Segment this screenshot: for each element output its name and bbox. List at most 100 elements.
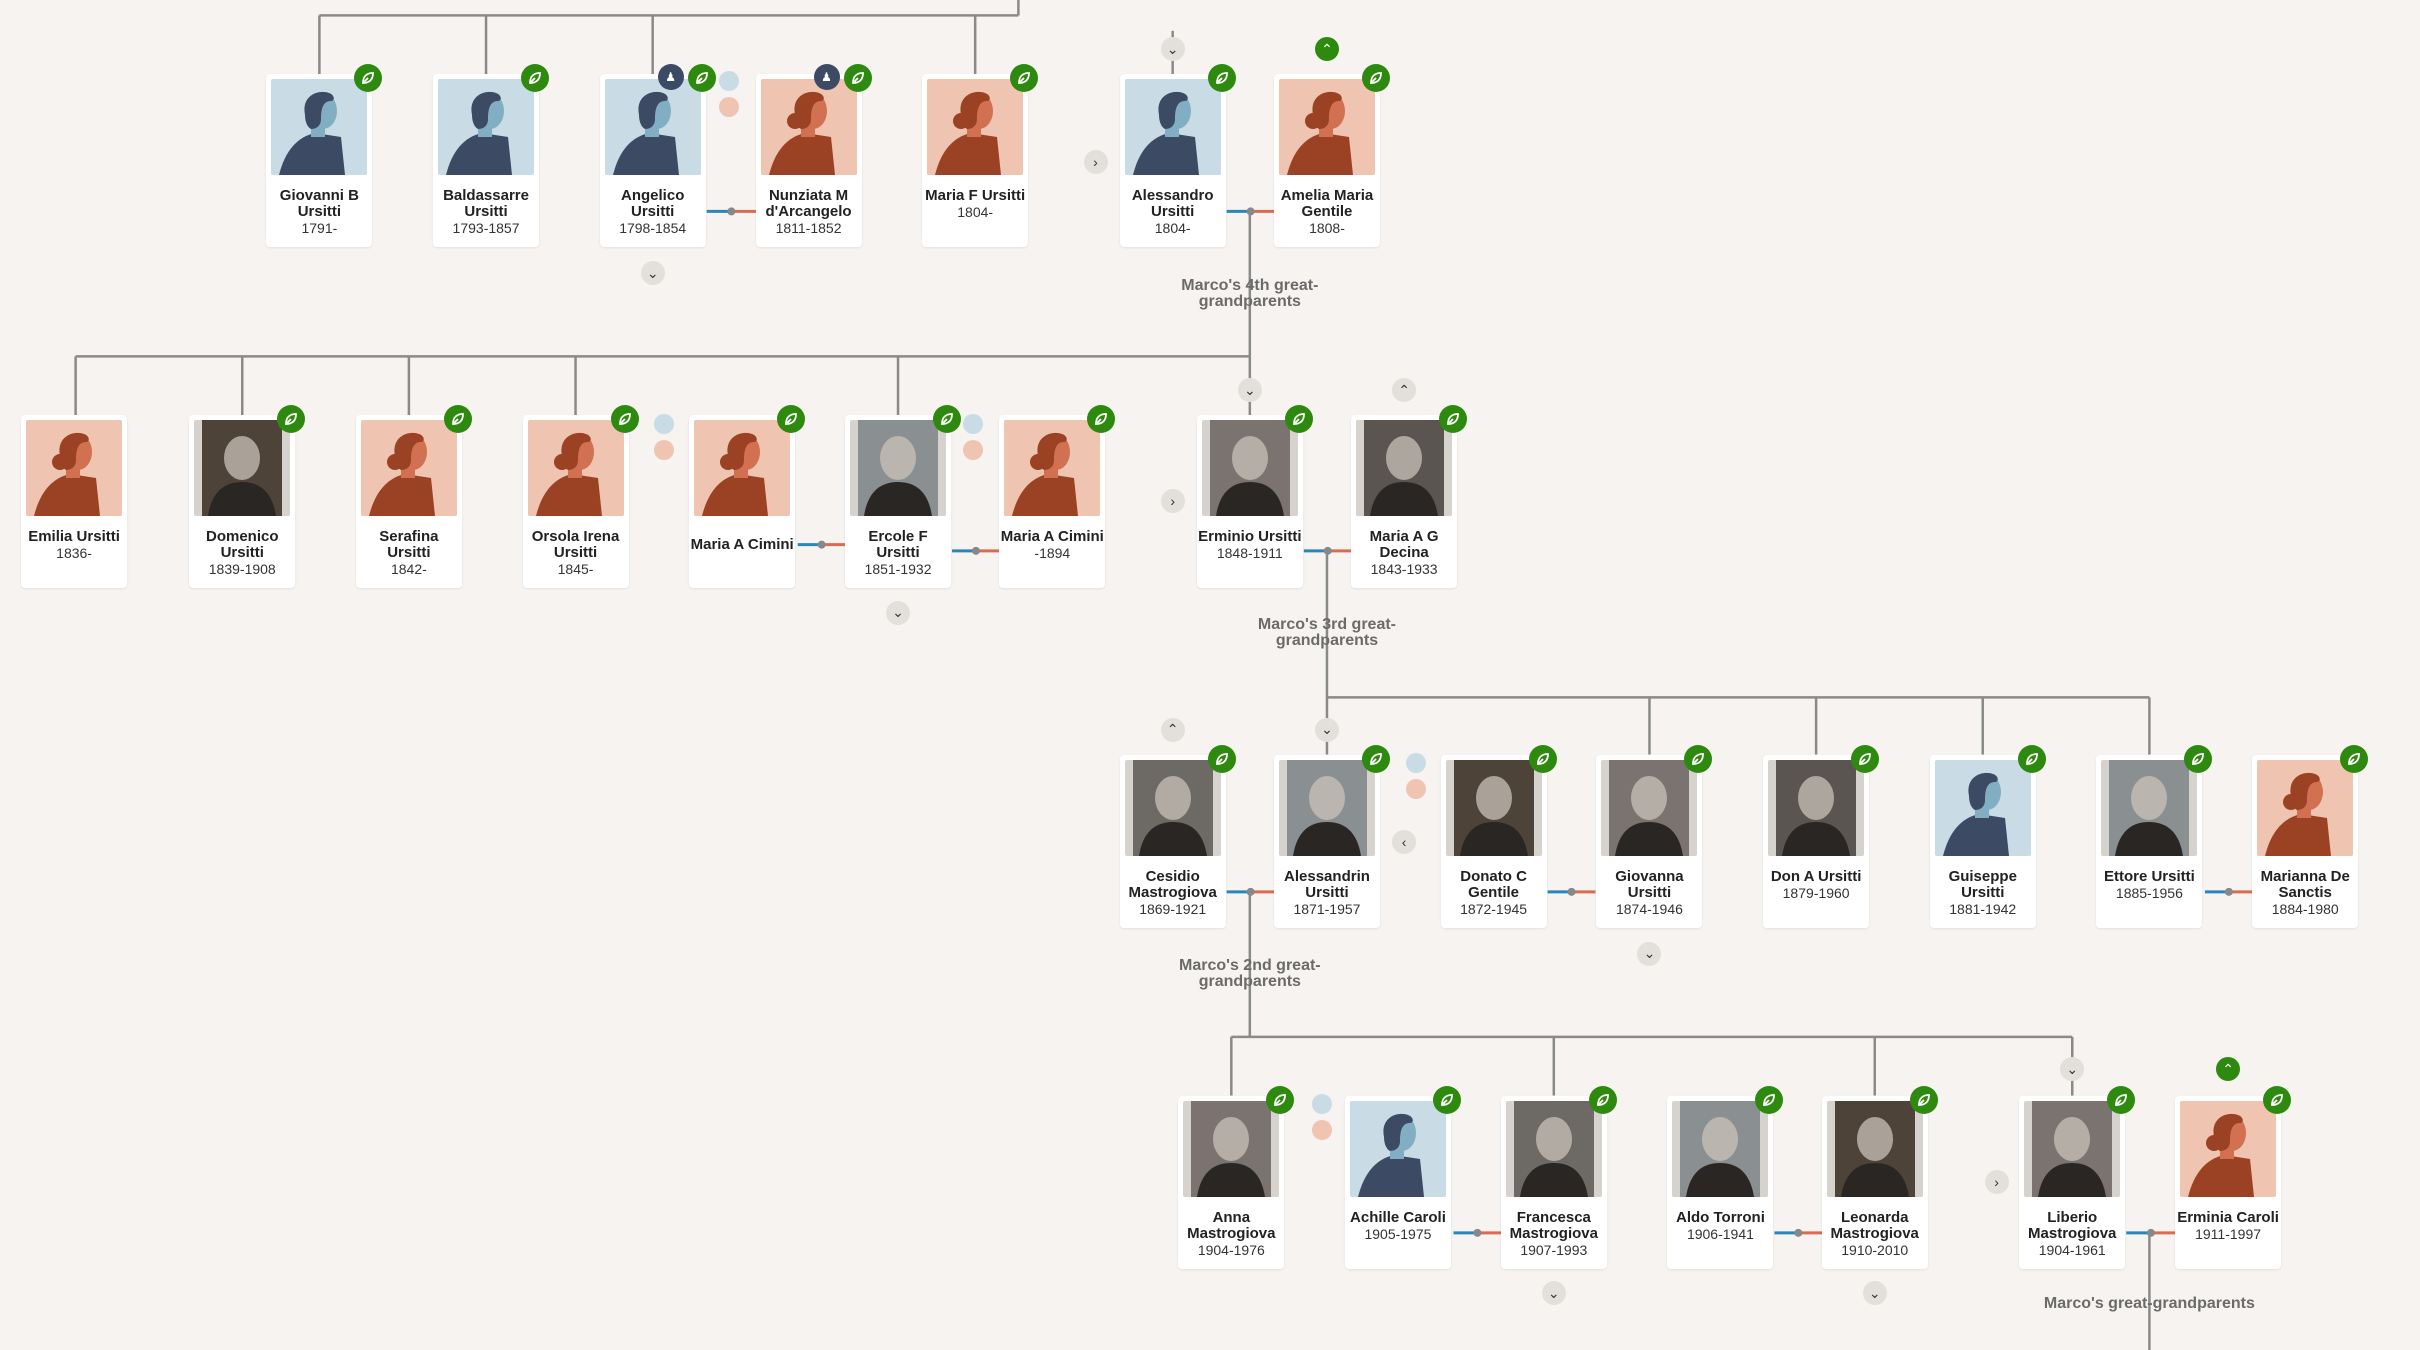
hint-leaf-icon[interactable] bbox=[1528, 744, 1557, 773]
expand-right-button[interactable]: › bbox=[1160, 489, 1185, 514]
collapse-up-button[interactable]: ⌃ bbox=[2216, 1057, 2241, 1082]
person-name: Domenico Ursitti bbox=[205, 528, 279, 562]
expand-down-button[interactable]: ⌄ bbox=[1314, 717, 1339, 742]
hint-leaf-icon[interactable] bbox=[2107, 1085, 2136, 1114]
hint-leaf-icon[interactable] bbox=[1266, 1085, 1295, 1114]
hint-leaf-icon[interactable] bbox=[521, 64, 550, 93]
hint-leaf-icon[interactable] bbox=[610, 405, 639, 434]
person-years: 1910-2010 bbox=[1841, 1241, 1909, 1258]
expand-down-button[interactable]: ⌄ bbox=[1862, 1281, 1887, 1306]
person-years: 1842- bbox=[390, 561, 427, 578]
alternate-parents-toggle[interactable] bbox=[1405, 752, 1432, 811]
person-photo bbox=[194, 420, 291, 517]
hint-leaf-icon[interactable] bbox=[1010, 64, 1039, 93]
person-years: 1848-1911 bbox=[1216, 545, 1283, 562]
collapse-up-button[interactable]: ⌃ bbox=[1392, 378, 1417, 403]
expand-down-button[interactable]: ⌄ bbox=[1160, 37, 1185, 62]
hint-leaf-icon[interactable] bbox=[1207, 744, 1236, 773]
person-placeholder-icon bbox=[927, 79, 1024, 176]
expand-down-button[interactable]: ⌄ bbox=[640, 261, 665, 286]
collapse-up-button[interactable]: ⌃ bbox=[1160, 717, 1185, 742]
collapse-up-button[interactable]: ⌃ bbox=[1314, 37, 1339, 62]
hint-leaf-icon[interactable] bbox=[1909, 1085, 1938, 1114]
hint-leaf-icon[interactable] bbox=[1588, 1085, 1617, 1114]
hint-leaf-icon[interactable] bbox=[2184, 744, 2213, 773]
record-hint-icon[interactable]: ♟ bbox=[657, 64, 684, 91]
hint-leaf-icon[interactable] bbox=[1284, 405, 1313, 434]
person-placeholder-icon bbox=[694, 420, 791, 517]
hint-leaf-icon[interactable] bbox=[687, 64, 716, 93]
alternate-parents-toggle[interactable] bbox=[719, 70, 745, 129]
hint-leaf-icon[interactable] bbox=[1087, 405, 1116, 434]
hint-leaf-icon[interactable] bbox=[1755, 1085, 1784, 1114]
alternate-parents-toggle[interactable] bbox=[962, 413, 989, 472]
expand-right-button[interactable]: › bbox=[1984, 1169, 2009, 1194]
person-name: Giovanna Ursitti bbox=[1615, 867, 1684, 901]
record-hint-icon[interactable]: ♟ bbox=[813, 64, 840, 91]
hint-leaf-icon[interactable] bbox=[1361, 64, 1390, 93]
hint-leaf-icon[interactable] bbox=[277, 405, 306, 434]
hint-leaf-icon[interactable] bbox=[2263, 1085, 2292, 1114]
person-name: Guiseppe Ursitti bbox=[1948, 867, 2017, 901]
hint-leaf-icon[interactable] bbox=[1207, 64, 1236, 93]
hint-leaf-icon[interactable] bbox=[354, 64, 383, 93]
person-placeholder-icon bbox=[360, 420, 457, 517]
hint-leaf-icon[interactable] bbox=[2340, 744, 2369, 773]
person-card[interactable]: Maria A Cimini-1894 bbox=[999, 405, 1116, 589]
alternate-parents-toggle[interactable] bbox=[654, 413, 680, 472]
person-placeholder-icon bbox=[1124, 79, 1221, 176]
hint-leaf-icon[interactable] bbox=[777, 405, 806, 434]
person-card[interactable]: Maria A Cimini bbox=[689, 405, 806, 589]
expand-down-button[interactable]: ⌄ bbox=[1637, 941, 1662, 966]
hint-leaf-icon[interactable] bbox=[933, 405, 962, 434]
expand-right-button[interactable]: › bbox=[1083, 150, 1108, 174]
expand-down-button[interactable]: ⌄ bbox=[1237, 378, 1262, 403]
expand-left-button[interactable]: ‹ bbox=[1392, 830, 1417, 855]
person-years: 1881-1942 bbox=[1949, 900, 2017, 917]
mother-avatar-icon bbox=[654, 439, 675, 460]
hint-leaf-icon[interactable] bbox=[1361, 744, 1390, 773]
person-years: 1904-1976 bbox=[1197, 1241, 1265, 1258]
person-name: Cesidio Mastrogiova bbox=[1128, 867, 1217, 901]
expand-down-button[interactable]: ⌄ bbox=[886, 600, 911, 625]
hint-leaf-icon[interactable] bbox=[1684, 744, 1713, 773]
hint-leaf-icon[interactable] bbox=[1439, 405, 1468, 434]
hint-leaf-icon[interactable] bbox=[1432, 1085, 1461, 1114]
hint-leaf-icon[interactable] bbox=[843, 64, 872, 93]
expand-down-button[interactable]: ⌄ bbox=[1541, 1281, 1566, 1306]
expand-down-button[interactable]: ⌄ bbox=[2060, 1057, 2085, 1082]
alternate-parents-toggle[interactable] bbox=[1311, 1093, 1338, 1152]
hint-leaf-icon[interactable] bbox=[1851, 744, 1880, 773]
hint-leaf-icon[interactable] bbox=[443, 405, 472, 434]
hint-leaf-icon[interactable] bbox=[2017, 744, 2046, 773]
